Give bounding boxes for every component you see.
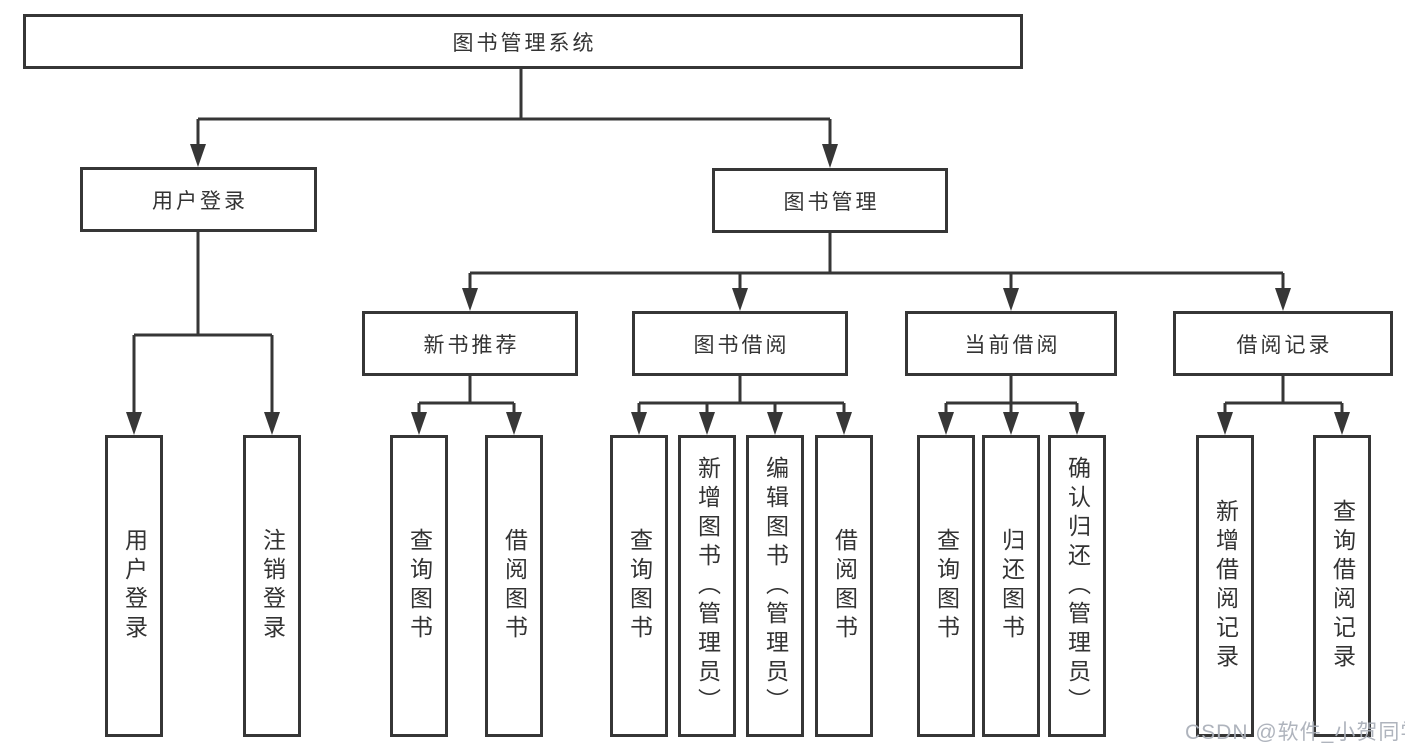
arrowhead-icon	[732, 288, 748, 311]
connector-current-borrow-to-leaves	[944, 376, 1079, 418]
connector-new-book-recommend-to-leaves	[417, 376, 516, 418]
leaf-query-books-1-label: 查询图书	[406, 528, 433, 644]
leaf-borrow-books-2: 借阅图书	[815, 435, 873, 737]
connector-book-borrow-to-leaves	[637, 376, 846, 418]
leaf-user-login: 用户登录	[105, 435, 163, 737]
leaf-query-borrow-record: 查询借阅记录	[1313, 435, 1371, 737]
arrowhead-icon	[190, 144, 206, 167]
arrowhead-icon	[411, 412, 427, 435]
leaf-edit-book-admin-label: 编辑图书（管理员）	[762, 455, 789, 717]
leaf-query-books-3: 查询图书	[917, 435, 975, 737]
leaf-return-books-label: 归还图书	[998, 528, 1025, 644]
arrowhead-icon	[1217, 412, 1233, 435]
leaf-add-book-admin: 新增图书（管理员）	[678, 435, 736, 737]
arrowhead-icon	[938, 412, 954, 435]
arrowhead-icon	[822, 144, 838, 168]
arrowhead-icon	[1069, 412, 1085, 435]
arrowhead-icon	[126, 412, 142, 435]
leaf-borrow-books-1-label: 借阅图书	[501, 528, 528, 644]
node-borrow-records: 借阅记录	[1173, 311, 1393, 376]
connector-user-login-to-leaves	[132, 232, 274, 418]
leaf-edit-book-admin: 编辑图书（管理员）	[746, 435, 804, 737]
leaf-add-book-admin-label: 新增图书（管理员）	[694, 455, 721, 717]
leaf-query-books-2: 查询图书	[610, 435, 668, 737]
leaf-logout-login: 注销登录	[243, 435, 301, 737]
arrowhead-icon	[1003, 412, 1019, 435]
arrowhead-icon	[1003, 288, 1019, 311]
node-current-borrow: 当前借阅	[905, 311, 1117, 376]
leaf-confirm-return-admin: 确认归还（管理员）	[1048, 435, 1106, 737]
node-book-borrow-label: 图书借阅	[693, 333, 790, 357]
leaf-query-books-1: 查询图书	[390, 435, 448, 737]
node-user-login: 用户登录	[80, 167, 317, 232]
leaf-borrow-books-1: 借阅图书	[485, 435, 543, 737]
node-new-book-recommend: 新书推荐	[362, 311, 578, 376]
node-user-login-label: 用户登录	[152, 189, 248, 213]
connector-borrow-records-to-leaves	[1223, 376, 1344, 418]
arrowhead-icon	[836, 412, 852, 435]
arrowheads	[126, 144, 1350, 435]
arrowhead-icon	[506, 412, 522, 435]
arrowhead-icon	[462, 288, 478, 311]
node-book-borrow: 图书借阅	[632, 311, 848, 376]
leaf-query-books-3-label: 查询图书	[933, 528, 960, 644]
leaf-user-login-label: 用户登录	[121, 528, 148, 644]
node-borrow-records-label: 借阅记录	[1236, 333, 1333, 357]
connector-book-management-to-level3	[468, 233, 1285, 294]
arrowhead-icon	[767, 412, 783, 435]
leaf-logout-login-label: 注销登录	[259, 528, 286, 644]
leaf-borrow-books-2-label: 借阅图书	[831, 528, 858, 644]
node-book-management-label: 图书管理	[783, 190, 880, 214]
arrowhead-icon	[699, 412, 715, 435]
arrowhead-icon	[1275, 288, 1291, 311]
leaf-query-books-2-label: 查询图书	[626, 528, 653, 644]
leaf-return-books: 归还图书	[982, 435, 1040, 737]
arrowhead-icon	[1334, 412, 1350, 435]
leaf-add-borrow-record: 新增借阅记录	[1196, 435, 1254, 737]
leaf-add-borrow-record-label: 新增借阅记录	[1212, 499, 1239, 673]
arrowhead-icon	[631, 412, 647, 435]
node-new-book-recommend-label: 新书推荐	[423, 333, 520, 357]
connector-root-to-level2	[196, 69, 832, 150]
arrowhead-icon	[264, 412, 280, 435]
csdn-watermark: CSDN @软件_小贺同学	[1185, 721, 1405, 744]
node-root-label: 图书管理系统	[452, 31, 597, 55]
node-book-management: 图书管理	[712, 168, 948, 233]
node-current-borrow-label: 当前借阅	[964, 333, 1061, 357]
node-root: 图书管理系统	[23, 14, 1023, 69]
leaf-query-borrow-record-label: 查询借阅记录	[1329, 499, 1356, 673]
leaf-confirm-return-admin-label: 确认归还（管理员）	[1064, 455, 1091, 717]
